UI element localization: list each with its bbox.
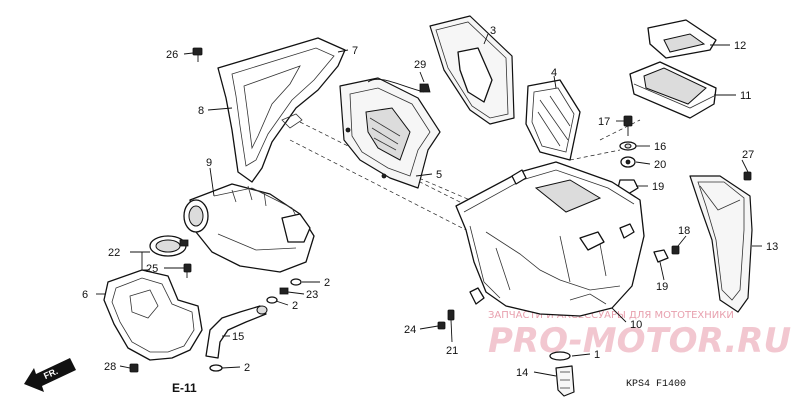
callout-11: 11 <box>740 90 751 102</box>
fastener-stack <box>617 115 639 195</box>
callout-5: 5 <box>436 169 442 181</box>
hose-15 <box>205 305 268 359</box>
screw-27 <box>743 171 752 181</box>
callout-3: 3 <box>490 25 496 37</box>
callout-12: 12 <box>734 40 746 52</box>
callout-17: 17 <box>598 116 610 128</box>
sponge-3 <box>429 15 515 125</box>
diagram-code: KPS4 F1400 <box>626 379 686 390</box>
callout-22: 22 <box>108 247 120 259</box>
callout-26: 26 <box>166 49 178 61</box>
callout-24: 24 <box>404 324 416 336</box>
callout-10: 10 <box>630 319 642 331</box>
gasket-6 <box>103 269 203 361</box>
callout-18: 18 <box>678 225 690 237</box>
grille-4 <box>525 79 581 161</box>
callout-21: 21 <box>446 345 458 357</box>
air-cleaner-case <box>455 161 645 317</box>
callout-4: 4 <box>551 67 557 79</box>
callout-15: 15 <box>232 331 244 343</box>
funnel-11 <box>629 61 717 119</box>
clips-2 <box>209 278 302 372</box>
callout-27: 27 <box>742 149 754 161</box>
callout-6: 6 <box>82 289 88 301</box>
callout-1: 1 <box>594 349 600 361</box>
callout-13: 13 <box>766 241 778 253</box>
side-cover-13 <box>689 175 753 313</box>
callout-2a: 2 <box>324 277 330 289</box>
callout-25: 25 <box>146 263 158 275</box>
bolt-28 <box>129 363 139 373</box>
air-box-9 <box>183 183 315 273</box>
callout-23: 23 <box>306 289 318 301</box>
screw-26 <box>192 47 203 62</box>
callout-2c: 2 <box>244 362 250 374</box>
watermark-tagline: ЗАПЧАСТИ И АКСЕССУАРЫ ДЛЯ МОТОТЕХНИКИ <box>488 310 734 321</box>
callout-20: 20 <box>654 159 666 171</box>
air-cleaner-element <box>339 77 441 189</box>
section-reference: E-11 <box>172 381 197 395</box>
callout-2b: 2 <box>292 300 298 312</box>
callout-16: 16 <box>654 141 666 153</box>
fasteners-18-19 <box>653 245 680 263</box>
watermark-brand: PRO-MOTOR.RU <box>488 321 791 361</box>
screws-24-21 <box>437 309 455 330</box>
duct-12 <box>647 19 717 59</box>
leader-lines <box>96 33 762 377</box>
drain-tube-14 <box>549 351 575 397</box>
callout-19a: 19 <box>652 181 664 193</box>
clip-29 <box>419 83 431 93</box>
callout-labels: 1 2 2 2 3 4 5 6 7 8 9 10 11 12 13 14 15 … <box>82 25 778 379</box>
callout-14: 14 <box>516 367 528 379</box>
callout-8: 8 <box>198 105 204 117</box>
air-cleaner-cover <box>217 37 346 183</box>
callout-9: 9 <box>206 157 212 169</box>
callout-7: 7 <box>352 45 358 57</box>
screw-25 <box>183 263 192 278</box>
clamp-band-22 <box>149 235 189 257</box>
callout-29: 29 <box>414 59 426 71</box>
callout-28: 28 <box>104 361 116 373</box>
front-arrow-icon: FR. <box>24 358 76 392</box>
callout-19b: 19 <box>656 281 668 293</box>
